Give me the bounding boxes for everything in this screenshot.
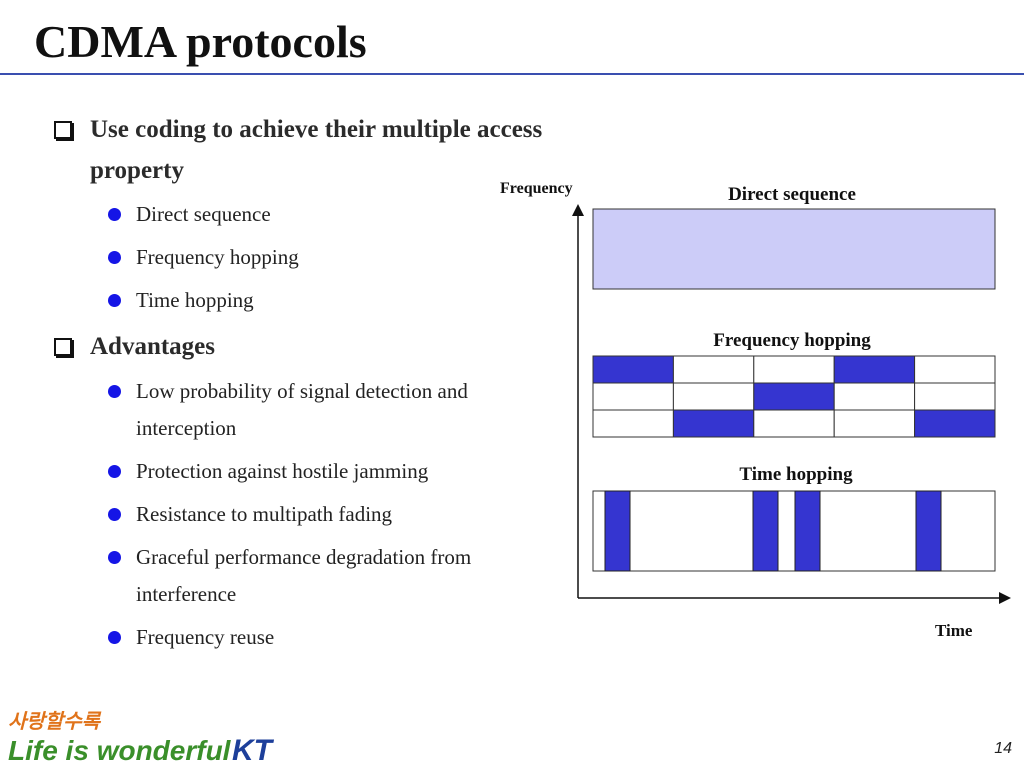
- checkbox-bullet-icon: [54, 338, 72, 356]
- bullet-item-direct-sequence: Direct sequence: [108, 196, 556, 233]
- hop-cell-empty: [914, 382, 996, 411]
- dot-bullet-icon: [108, 631, 121, 644]
- bullet-heading-advantages: Advantages: [54, 326, 550, 367]
- bullet-item-text: Resistance to multipath fading: [136, 502, 393, 526]
- dot-bullet-icon: [108, 508, 121, 521]
- bullet-item-text: Time hopping: [136, 288, 254, 312]
- bullet-item-time-hopping: Time hopping: [108, 282, 556, 319]
- page-number: 14: [994, 740, 1012, 757]
- hop-cell-active: [753, 382, 835, 411]
- time-hopping-burst: [604, 490, 631, 572]
- bullet-item-graceful: Graceful performance degradation from in…: [108, 539, 556, 613]
- frequency-hopping-label: Frequency hopping: [713, 330, 871, 351]
- frequency-axis-label: Frequency: [500, 180, 573, 197]
- cdma-diagram: Frequency Time Direct sequence Frequency…: [500, 180, 1011, 640]
- title-divider: [0, 73, 1024, 75]
- time-axis-label: Time: [935, 621, 973, 640]
- hop-cell-active: [672, 409, 755, 438]
- bullet-heading-coding: Use coding to achieve their multiple acc…: [54, 109, 550, 191]
- hop-cell-empty: [914, 355, 996, 384]
- bullet-item-frequency-hopping: Frequency hopping: [108, 239, 556, 276]
- time-hopping-burst: [794, 490, 821, 572]
- bullet-heading-text: Use coding to achieve their multiple acc…: [90, 116, 543, 184]
- direct-sequence-label: Direct sequence: [728, 184, 856, 205]
- bullet-item-text: Graceful performance degradation from in…: [136, 545, 472, 606]
- slide-title: CDMA protocols: [34, 16, 367, 67]
- dot-bullet-icon: [108, 294, 121, 307]
- bullet-item-low-probability: Low probability of signal detection and …: [108, 373, 556, 447]
- hop-cell-active: [833, 355, 916, 384]
- hop-cell-empty: [672, 382, 755, 411]
- bullet-item-jamming: Protection against hostile jamming: [108, 453, 556, 490]
- logo-korean-text: 사랑할수록: [8, 709, 102, 733]
- bullet-item-multipath: Resistance to multipath fading: [108, 496, 556, 533]
- dot-bullet-icon: [108, 208, 121, 221]
- time-hopping-label: Time hopping: [739, 464, 853, 485]
- dot-bullet-icon: [108, 465, 121, 478]
- bullet-item-frequency-reuse: Frequency reuse: [108, 619, 556, 656]
- bullet-item-text: Protection against hostile jamming: [136, 459, 429, 483]
- direct-sequence-band: [592, 208, 996, 290]
- hop-cell-empty: [592, 409, 674, 438]
- dot-bullet-icon: [108, 385, 121, 398]
- kt-logo: 사랑할수록 Life is wonderful KT: [8, 709, 275, 766]
- bullet-heading-text: Advantages: [90, 333, 216, 360]
- hop-cell-active: [914, 409, 996, 438]
- hop-cell-empty: [833, 409, 916, 438]
- bullet-list: Use coding to achieve their multiple acc…: [54, 109, 556, 656]
- bullet-item-text: Direct sequence: [136, 202, 271, 226]
- logo-tagline-text: Life is wonderful: [8, 735, 232, 766]
- hop-cell-empty: [753, 409, 835, 438]
- hop-cell-empty: [592, 382, 674, 411]
- hop-cell-empty: [672, 355, 755, 384]
- bullet-item-text: Frequency hopping: [136, 245, 299, 269]
- frequency-hopping-grid: [592, 355, 996, 438]
- hop-cell-active: [592, 355, 674, 384]
- time-hopping-burst: [915, 490, 942, 572]
- bullet-item-text: Frequency reuse: [136, 625, 275, 649]
- dot-bullet-icon: [108, 551, 121, 564]
- hop-cell-empty: [833, 382, 916, 411]
- logo-brand-text: KT: [232, 734, 275, 766]
- time-hopping-burst: [752, 490, 779, 572]
- bullet-item-text: Low probability of signal detection and …: [136, 379, 468, 440]
- hop-cell-empty: [753, 355, 835, 384]
- checkbox-bullet-icon: [54, 121, 72, 139]
- dot-bullet-icon: [108, 251, 121, 264]
